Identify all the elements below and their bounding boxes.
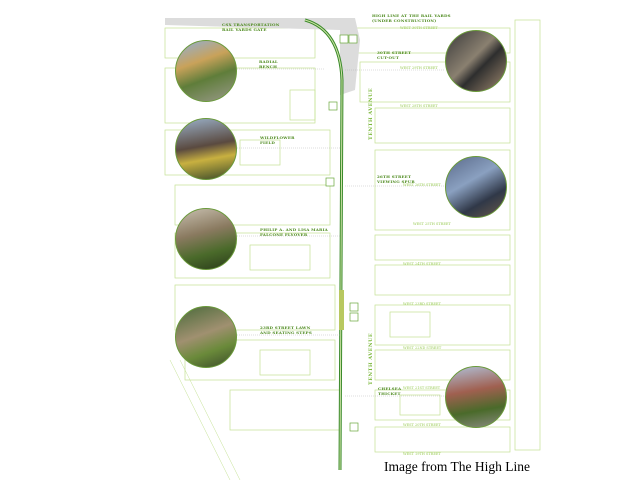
street-label: WEST 24TH STREET	[403, 262, 441, 266]
street-label: WEST 25TH STREET	[413, 222, 451, 226]
street-label: WEST 28TH STREET	[400, 104, 438, 108]
label-chelsea-thicket: CHELSEA THICKET	[378, 386, 402, 396]
photo-radial-bench	[175, 40, 237, 102]
lawn	[339, 290, 344, 330]
photo-23rd-street-lawn	[175, 306, 237, 368]
city-blocks	[164, 19, 541, 453]
image-caption: Image from The High Line	[384, 459, 530, 474]
label-falcone-flyover: PHILIP A. AND LISA MARIA FALCONE FLYOVER	[260, 227, 328, 237]
high-line-path	[304, 18, 344, 471]
callout-lines	[235, 68, 445, 397]
photo-26th-street-viewing-spur	[445, 156, 507, 218]
photo-falcone-flyover	[175, 208, 237, 270]
label-30th-cutout: 30TH STREET CUT-OUT	[377, 50, 412, 60]
avenue-label-south: TENTH AVENUE	[368, 332, 374, 385]
photo-wildflower-field	[175, 118, 237, 180]
avenue-label-north: TENTH AVENUE	[368, 87, 374, 140]
photo-30th-street-cutout	[445, 30, 507, 92]
street-label: WEST 20TH STREET	[403, 423, 441, 427]
street-label: WEST 23RD STREET	[403, 302, 441, 306]
photo-chelsea-thicket	[445, 366, 507, 428]
high-line-walkway	[304, 19, 343, 471]
label-viewing-spur: 26TH STREET VIEWING SPUR	[377, 174, 415, 184]
access-icons	[325, 34, 359, 432]
street-label: WEST 22ND STREET	[403, 346, 442, 350]
label-radial-bench: RADIAL BENCH	[259, 59, 278, 69]
label-csx-gate: CSX TRANSPORTATION RAIL YARDS GATE	[222, 22, 280, 32]
street-label: WEST 19TH STREET	[403, 452, 441, 456]
label-wildflower-field: WILDFLOWER FIELD	[260, 135, 295, 145]
street-label: WEST 30TH STREET	[400, 26, 438, 30]
label-23rd-lawn: 23RD STREET LAWN AND SEATING STEPS	[260, 325, 312, 335]
diagonal-lines	[169, 359, 241, 480]
label-rail-yards: HIGH LINE AT THE RAIL YARDS (UNDER CONST…	[372, 13, 451, 23]
street-label: WEST 26TH STREET	[403, 183, 441, 187]
street-label: WEST 21ST STREET	[403, 386, 441, 390]
street-label: WEST 29TH STREET	[400, 66, 438, 70]
